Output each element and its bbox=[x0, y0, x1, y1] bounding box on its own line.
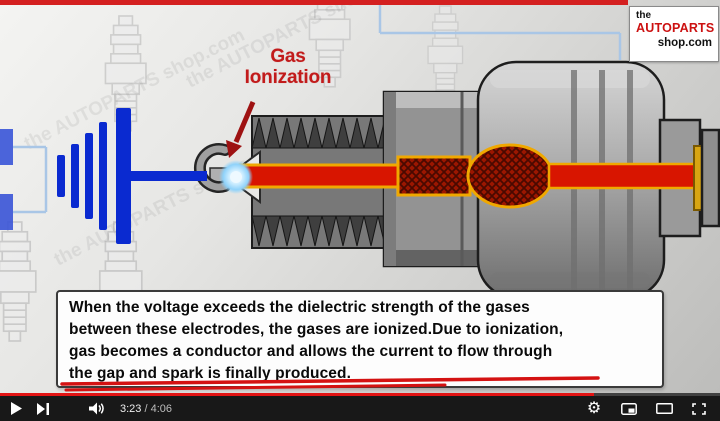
gas-ionization-label: Gas Ionization bbox=[228, 46, 348, 89]
thread-bottom bbox=[251, 215, 387, 247]
conductive-seal bbox=[466, 143, 554, 209]
logo-shop: shop.com bbox=[657, 36, 712, 49]
gas-label-line2: Ionization bbox=[244, 67, 332, 89]
autoparts-logo: the AUTOPARTS shop.com bbox=[629, 6, 719, 62]
progress-bar[interactable] bbox=[0, 393, 720, 396]
video-content[interactable]: the AUTOPARTS shop.com the AUTOPARTS sho… bbox=[0, 0, 720, 393]
caption-line: between these electrodes, the gases are … bbox=[69, 321, 564, 338]
spark-plug-cross-section bbox=[193, 60, 720, 300]
red-wire bbox=[0, 0, 628, 5]
resistor-element bbox=[396, 155, 472, 197]
volume-icon bbox=[88, 402, 104, 415]
conductor bbox=[238, 143, 701, 209]
miniplayer-button[interactable] bbox=[616, 397, 642, 421]
logo-autoparts: AUTOPARTS bbox=[636, 21, 715, 35]
discharge-symbol bbox=[57, 108, 207, 244]
play-button[interactable] bbox=[4, 397, 30, 421]
thread-top bbox=[251, 117, 387, 149]
next-icon bbox=[36, 402, 49, 415]
theater-icon bbox=[655, 403, 673, 414]
circuit-lines bbox=[13, 0, 622, 214]
progress-fill bbox=[0, 393, 594, 396]
caption-box: When the voltage exceeds the dielectric … bbox=[56, 290, 664, 388]
player-controls: 3:23 / 4:06 ⚙ bbox=[0, 393, 720, 421]
time-separator: / bbox=[144, 402, 148, 415]
fullscreen-button[interactable] bbox=[686, 397, 712, 421]
logo-the: the bbox=[636, 10, 651, 21]
gas-label-line1: Gas bbox=[270, 46, 306, 67]
time-current: 3:23 bbox=[120, 402, 142, 415]
terminal-nut bbox=[700, 128, 720, 228]
caption-line: the gap and spark is finally produced. bbox=[69, 365, 351, 382]
settings-button[interactable]: ⚙ bbox=[581, 397, 607, 421]
theater-button[interactable] bbox=[651, 397, 677, 421]
spark-plug-diagram: the AUTOPARTS shop.com the AUTOPARTS sho… bbox=[0, 0, 720, 342]
time-duration: 4:06 bbox=[150, 402, 173, 415]
miniplayer-icon bbox=[621, 402, 637, 415]
play-icon bbox=[11, 402, 22, 415]
caption-line: When the voltage exceeds the dielectric … bbox=[69, 299, 530, 316]
capacitor-plates bbox=[0, 129, 13, 230]
volume-button[interactable] bbox=[84, 397, 110, 421]
fullscreen-icon bbox=[692, 402, 706, 415]
next-button[interactable] bbox=[30, 397, 56, 421]
controls-right: ⚙ bbox=[581, 397, 712, 421]
caption-line: gas becomes a conductor and allows the c… bbox=[69, 343, 553, 360]
watermark-text: the AUTOPARTS shop.com bbox=[51, 141, 278, 271]
settings-icon: ⚙ bbox=[586, 399, 602, 417]
time-display: 3:23 / 4:06 bbox=[120, 403, 172, 415]
annotation-arrow bbox=[226, 101, 256, 158]
